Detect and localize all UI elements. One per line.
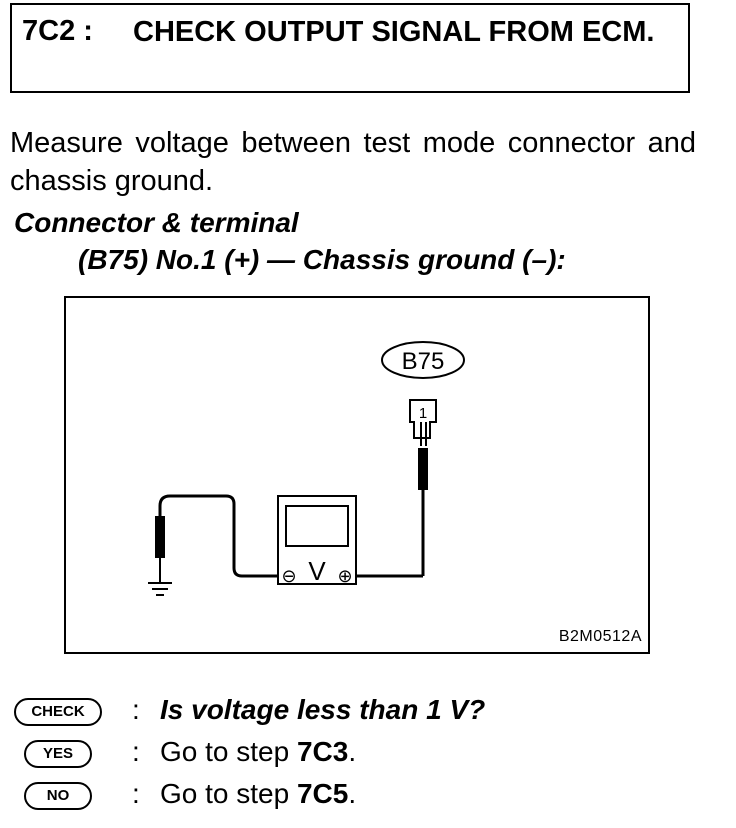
ground-icon (148, 582, 172, 596)
instruction-text: Measure voltage between test mode connec… (10, 127, 696, 197)
yes-row: YES : Go to step 7C3. (14, 734, 714, 774)
voltmeter-symbol: V (308, 556, 326, 586)
plus-terminal-icon: ⊕ (337, 566, 352, 587)
connector-label: B75 (402, 348, 445, 375)
negative-lead (158, 494, 278, 578)
wiring-diagram: B75 1 V ⊖ ⊕ (148, 341, 465, 596)
terminal-number: 1 (419, 405, 427, 422)
connector-detail: (B75) No.1 (+) — Chassis ground (–): (78, 244, 566, 275)
step-id: 7C2 : (22, 15, 93, 47)
check-row: CHECK : Is voltage less than 1 V? (14, 692, 714, 732)
yes-colon: : (132, 736, 140, 767)
yes-step-ref: 7C3 (296, 736, 349, 767)
check-question: Is voltage less than 1 V? (160, 694, 486, 725)
figure-code: B2M0512A (558, 628, 642, 645)
yes-prefix: Go to step (160, 736, 297, 767)
yes-badge: YES (24, 740, 92, 768)
connector-label-oval (381, 341, 465, 379)
no-step-ref: 7C5 (296, 778, 349, 809)
no-colon: : (132, 778, 140, 809)
yes-suffix: . (348, 736, 357, 767)
no-suffix: . (348, 778, 357, 809)
step-header: 7C2 : CHECK OUTPUT SIGNAL FROM ECM. (10, 3, 690, 93)
voltmeter-display (285, 505, 349, 547)
connector-heading: Connector & terminal (14, 207, 299, 238)
no-prefix: Go to step (160, 778, 297, 809)
check-colon: : (132, 694, 140, 725)
check-badge: CHECK (14, 698, 102, 726)
negative-probe (155, 516, 165, 558)
minus-terminal-icon: ⊖ (281, 566, 296, 587)
positive-probe (418, 448, 428, 490)
no-badge: NO (24, 782, 92, 810)
step-title: CHECK OUTPUT SIGNAL FROM ECM. (133, 16, 655, 48)
no-answer: Go to step 7C5. (160, 776, 356, 812)
wiring-figure: B75 1 V ⊖ ⊕ B2M0512A (64, 296, 650, 654)
no-row: NO : Go to step 7C5. (14, 776, 714, 816)
connector-icon (409, 399, 437, 439)
yes-answer: Go to step 7C3. (160, 734, 356, 770)
